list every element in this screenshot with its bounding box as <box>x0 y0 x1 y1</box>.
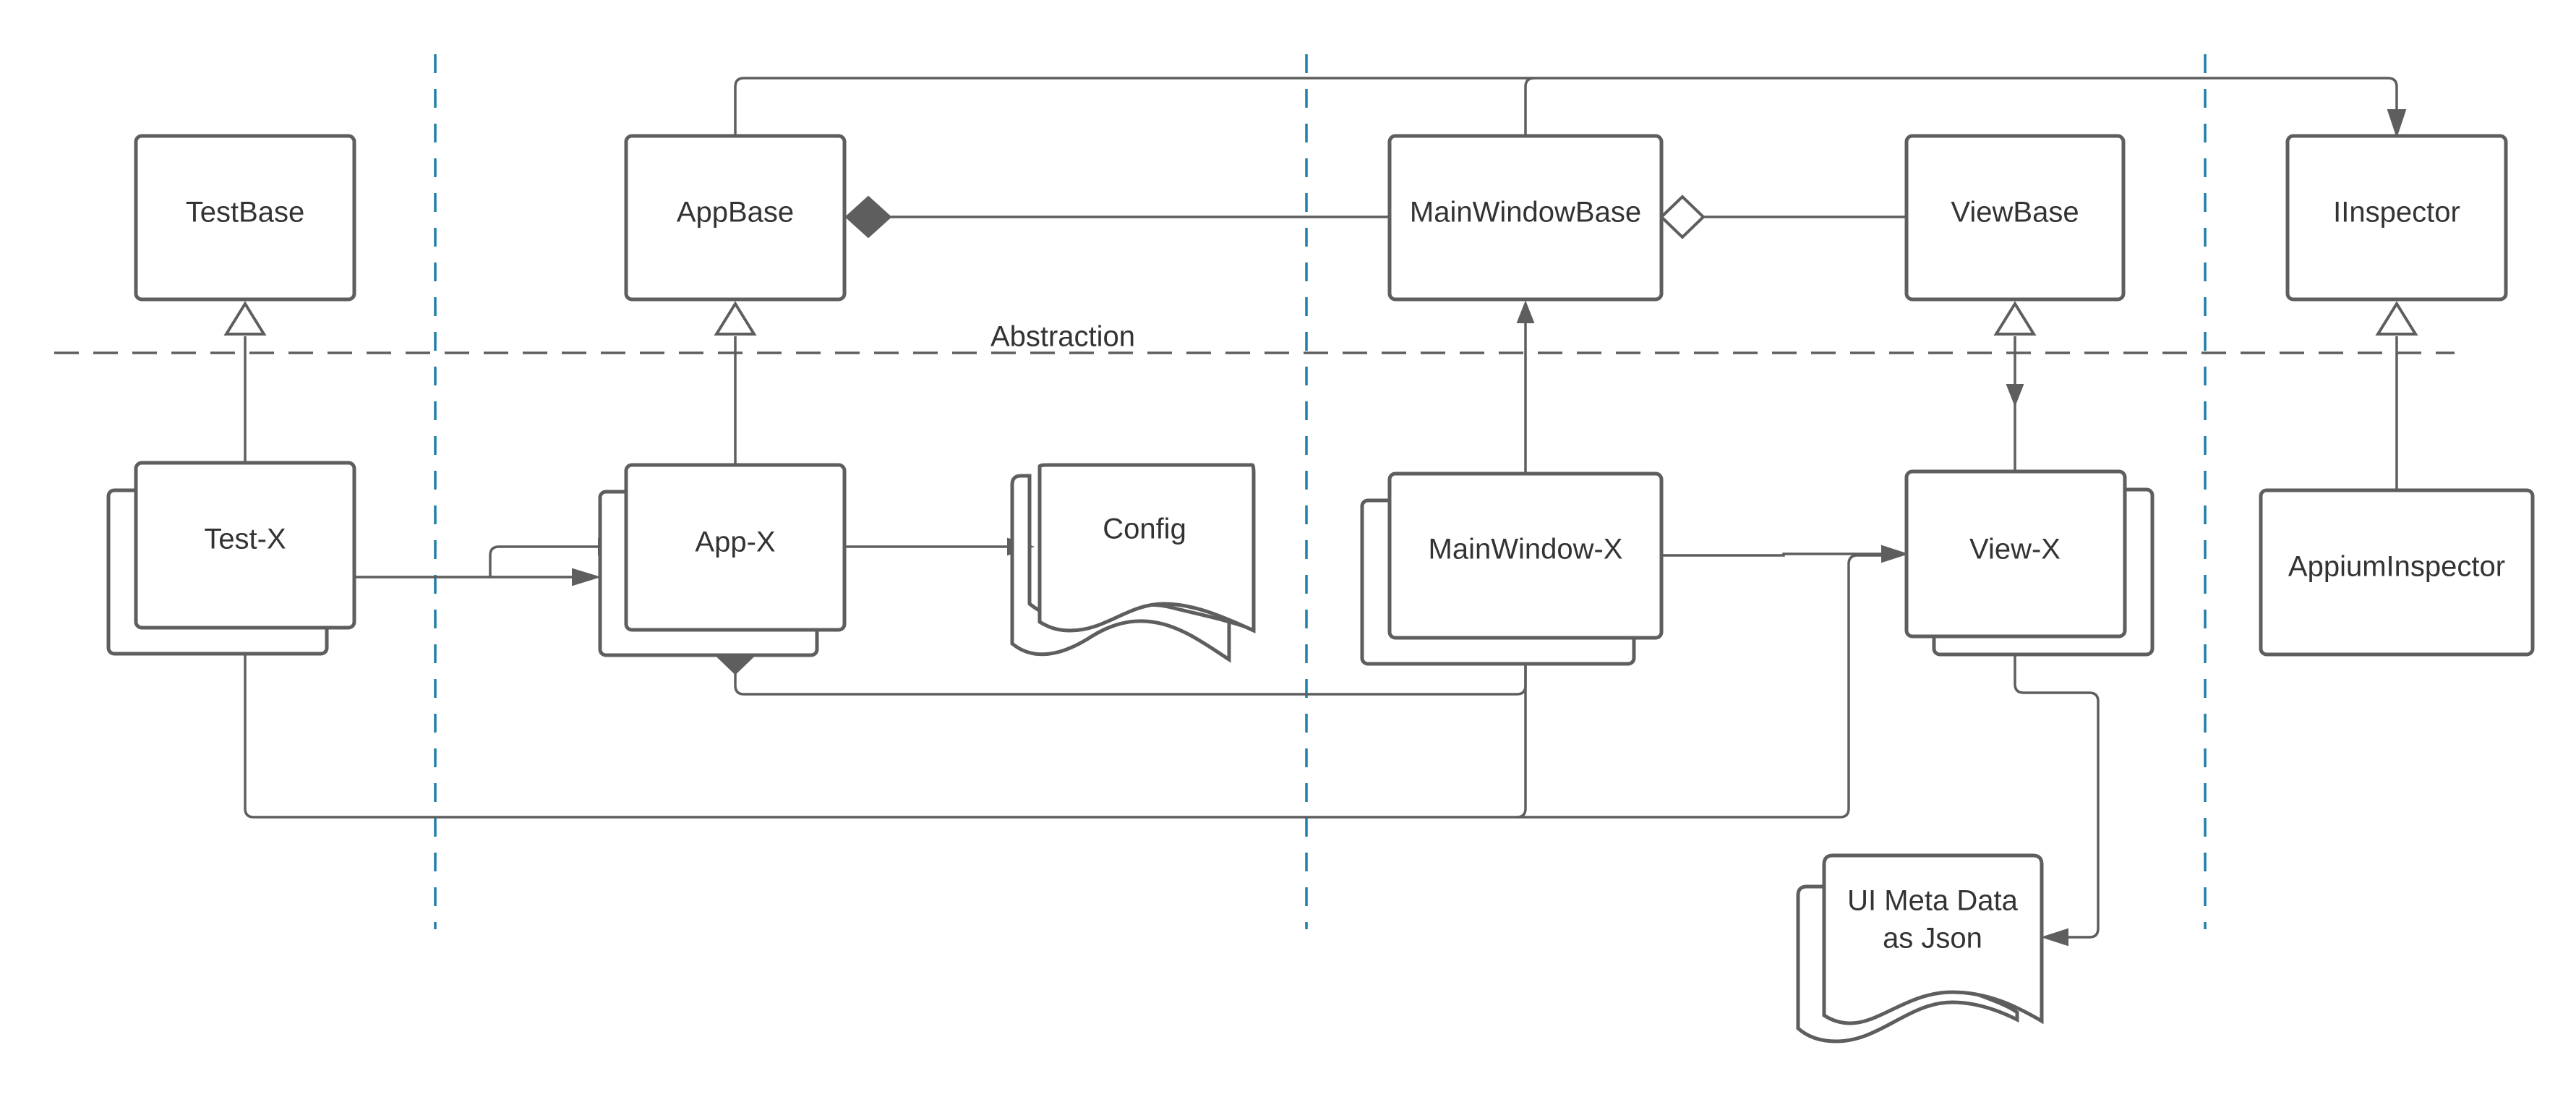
class-label-appbase: AppBase <box>677 197 794 229</box>
document-config-front-sheet <box>1037 463 1256 633</box>
generalization-arrow-appbase <box>714 301 757 336</box>
class-box-mainwindow-x[interactable]: MainWindow-X <box>1360 471 1664 666</box>
class-label-app-x: App-X <box>695 526 775 558</box>
class-box-test-x[interactable]: Test-X <box>106 461 356 656</box>
class-label-mainwindow-x: MainWindow-X <box>1429 534 1623 565</box>
class-box-app-x[interactable]: App-X <box>598 463 847 657</box>
class-label-testbase: TestBase <box>186 197 305 229</box>
arrowhead-uimetadata <box>2040 928 2068 947</box>
arrowhead-iinspector <box>2387 109 2407 139</box>
connector-viewx-to-uimetadata <box>2014 636 2100 939</box>
class-label-view-x: View-X <box>1969 534 2061 565</box>
connectors <box>244 77 2398 939</box>
arrowhead-mainwindowbase <box>1516 300 1535 323</box>
class-box-mainwindowbase[interactable]: MainWindowBase <box>1387 134 1664 302</box>
class-label-mainwindowbase: MainWindowBase <box>1410 197 1641 229</box>
class-label-appiuminspector: AppiumInspector <box>2288 551 2505 583</box>
class-box-iinspector[interactable]: IInspector <box>2285 134 2508 302</box>
class-box-testbase[interactable]: TestBase <box>134 134 356 302</box>
document-uimetadata-front-sheet <box>1822 853 2044 1025</box>
document-label-ui-meta-data-line2: as Json <box>1883 923 1982 955</box>
class-label-test-x: Test-X <box>204 524 286 555</box>
connector-appbase-to-iinspector <box>734 77 2398 136</box>
document-label-ui-meta-data-line1: UI Meta Data <box>1847 885 2018 917</box>
generalization-arrow-testbase <box>223 301 267 336</box>
aggregation-diamond-mainwindowbase <box>1659 195 1706 239</box>
connector-testx-bottom-bus <box>244 554 1883 819</box>
class-label-iinspector: IInspector <box>2333 197 2460 229</box>
document-config[interactable]: Config <box>1010 463 1256 663</box>
generalization-arrow-viewbase <box>1993 301 2037 336</box>
generalization-arrow-iinspector <box>2375 301 2418 336</box>
arrowhead-viewx <box>1881 545 1909 563</box>
abstraction-label-bg <box>980 320 1146 351</box>
composition-diamond-appbase <box>844 195 892 239</box>
arrowhead-appx-lower <box>572 568 602 586</box>
class-box-appbase[interactable]: AppBase <box>624 134 847 302</box>
class-box-appiuminspector[interactable]: AppiumInspector <box>2259 488 2535 657</box>
connector-mainwindowx-to-viewx <box>1660 552 1883 557</box>
swimlane-dividers <box>434 54 2207 929</box>
abstraction-label: Abstraction <box>990 321 1135 353</box>
class-box-viewbase[interactable]: ViewBase <box>1904 134 2126 302</box>
document-label-config: Config <box>1103 513 1186 545</box>
connector-bottom-bus-to-mainwindowx <box>1516 651 1527 819</box>
document-ui-meta-data[interactable]: UI Meta Data as Json <box>1796 853 2044 1043</box>
class-box-view-x[interactable]: View-X <box>1904 469 2154 657</box>
connector-testx-to-appx-upper <box>489 545 604 577</box>
connector-mainwindowbase-to-top-bus <box>1524 77 1535 136</box>
class-label-viewbase: ViewBase <box>1951 197 2079 229</box>
arrowhead-viewx-up <box>2006 384 2024 407</box>
